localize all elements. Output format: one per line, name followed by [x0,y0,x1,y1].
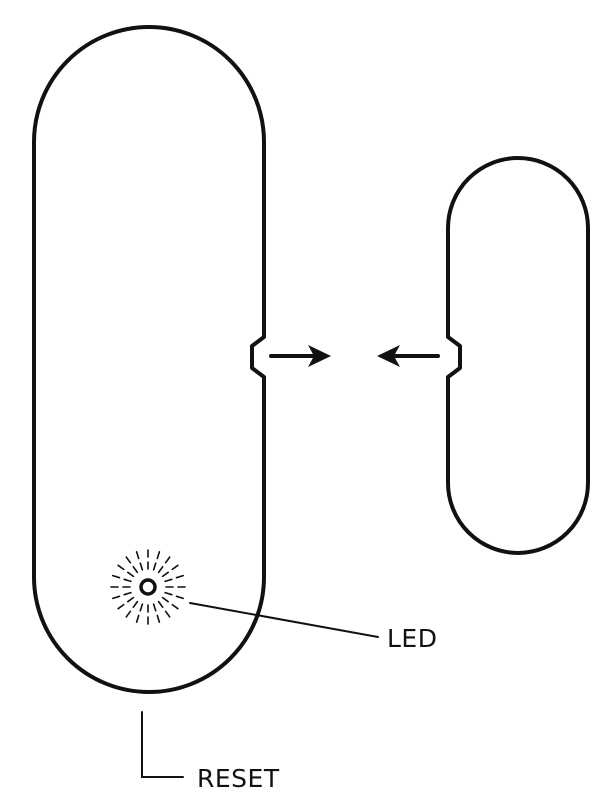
led-ray [164,610,171,618]
magnet-body [446,156,590,555]
led-ray [139,562,144,571]
led-label: LED [387,624,437,653]
led-ray [164,578,173,583]
arrow-right-icon [269,345,331,367]
led-ray [135,550,140,560]
arrow-left-icon [377,345,440,367]
led-ray [157,600,164,609]
led-ray [112,595,121,600]
led-ray [127,596,135,603]
led-ray [152,562,157,571]
led-ray [112,574,121,579]
led-ray [171,564,179,571]
led-ray [161,596,169,603]
led-ray [175,595,184,600]
reset-label: RESET [197,764,280,793]
led-ray [156,550,161,560]
led-ray [127,571,135,578]
reset-leader-line [141,711,184,778]
led-ray [125,610,132,618]
led-ring [139,578,157,596]
led-indicator [110,549,186,625]
led-ray [123,578,132,583]
led-ray [125,556,132,564]
main-sensor-body [32,25,266,694]
led-ray [157,565,164,574]
led-ray [171,603,179,610]
led-ray [123,591,132,596]
led-ray [164,556,171,564]
led-ray [152,603,157,612]
led-ray [117,564,125,571]
led-ray [135,614,140,624]
led-ray [156,614,161,624]
led-ray [117,603,125,610]
led-light-rays [110,549,186,625]
led-ray [175,574,184,579]
led-ray [132,600,139,609]
led-ray [161,571,169,578]
led-leader-line [189,602,379,638]
led-ray [139,603,144,612]
led-ray [132,565,139,574]
led-ray [164,591,173,596]
